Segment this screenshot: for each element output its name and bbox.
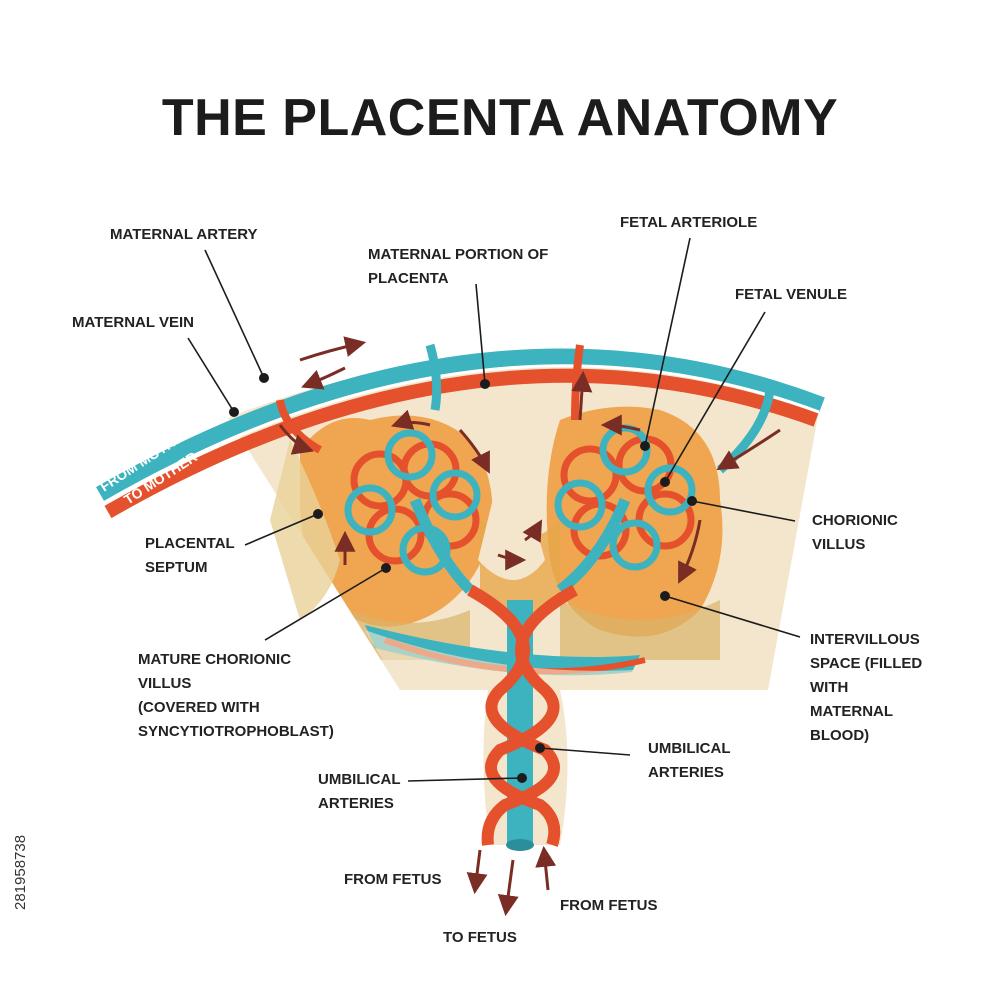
maternal-vein-band	[96, 348, 825, 501]
label-umbilical-arteries-left: UMBILICAL ARTERIES	[318, 771, 401, 812]
watermark-id-text: 281958738	[12, 834, 29, 910]
leader-lines	[187, 237, 801, 782]
label-fetal-arteriole: FETAL ARTERIOLE	[620, 214, 758, 231]
label-placental-septum: PLACENTAL SEPTUM	[145, 535, 235, 576]
label-umbilical-arteries-right: UMBILICAL ARTERIES	[648, 740, 731, 781]
label-intervillous-space: INTERVILLOUS SPACE (FILLED WITH MATERNAL…	[810, 631, 923, 744]
placental-septum	[270, 440, 340, 620]
label-chorionic-villus: CHORIONIC VILLUS	[812, 512, 898, 553]
label-maternal-vein: MATERNAL VEIN	[72, 314, 194, 331]
label-maternal-portion: MATERNAL PORTION OF PLACENTA	[368, 246, 549, 287]
flow-arrows	[278, 336, 781, 917]
label-to-fetus: TO FETUS	[443, 929, 517, 946]
umbilical-vein-end	[506, 839, 534, 851]
label-from-fetus-right: FROM FETUS	[560, 897, 658, 914]
leader-dots	[229, 373, 697, 783]
label-from-fetus-left: FROM FETUS	[344, 871, 442, 888]
chorionic-villus-right	[554, 424, 696, 595]
chorionic-villus-left	[344, 429, 481, 594]
label-fetal-venule: FETAL VENULE	[735, 286, 847, 303]
chorionic-plate	[365, 630, 775, 690]
page-title: THE PLACENTA ANATOMY	[161, 89, 839, 147]
label-maternal-artery: MATERNAL ARTERY	[110, 226, 258, 243]
maternal-artery-band	[104, 368, 819, 519]
label-mature-chorionic-villus: MATURE CHORIONIC VILLUS (COVERED WITH SY…	[138, 651, 334, 740]
watermark-id: 281958738	[6, 760, 36, 910]
umbilical-artery-2	[485, 584, 578, 847]
chorionic-plate-blue	[365, 625, 640, 676]
